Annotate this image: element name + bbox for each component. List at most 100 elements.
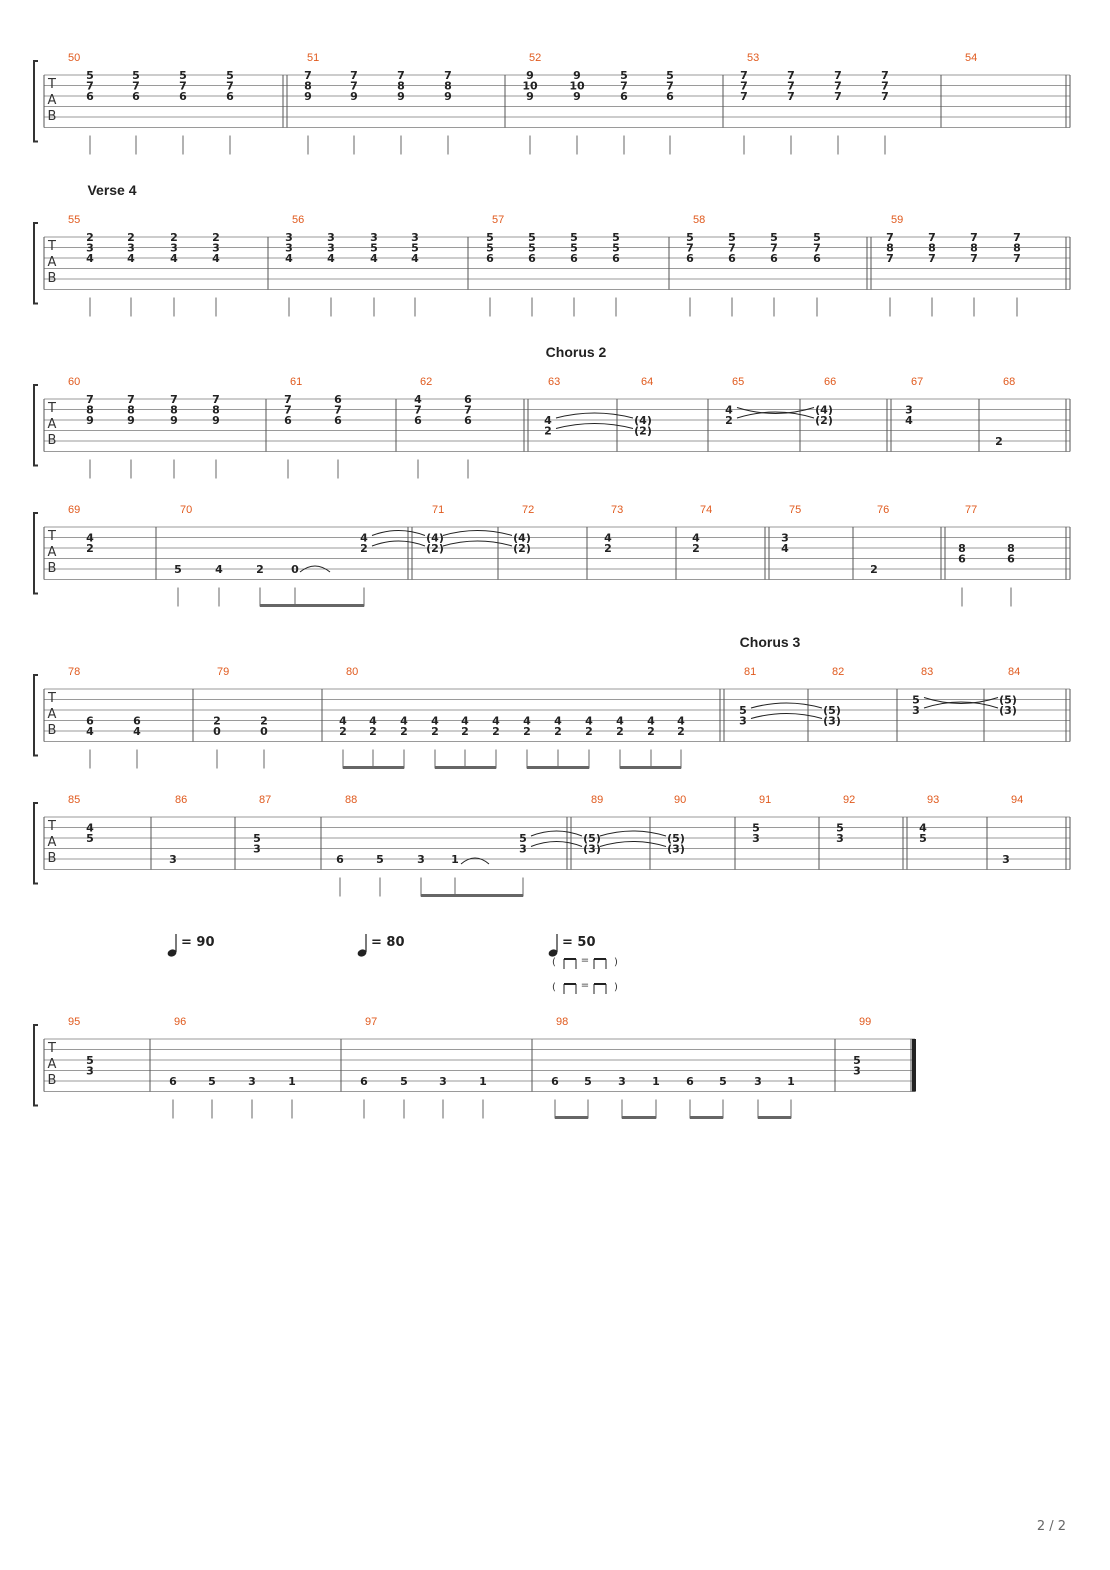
- fret-number: 7: [881, 80, 889, 93]
- fret-number: 7: [728, 242, 736, 255]
- fret-number: 8: [928, 242, 936, 255]
- system-bracket: [33, 674, 38, 757]
- tab-clef-letter: A: [48, 835, 57, 850]
- fret-number: (2): [513, 542, 531, 555]
- fret-number: 4: [616, 715, 624, 728]
- fret-number: 7: [834, 90, 842, 103]
- fret-number: 3: [754, 1075, 762, 1088]
- measure-number: 88: [345, 794, 357, 806]
- fret-number: 2: [544, 425, 552, 438]
- section-label: Chorus 3: [740, 634, 801, 650]
- fret-number: 6: [414, 414, 422, 427]
- fret-number: 4: [725, 404, 733, 417]
- measure-number: 51: [307, 52, 319, 64]
- measure-number: 69: [68, 504, 80, 516]
- fret-number: 2: [212, 231, 220, 244]
- fret-number: 7: [740, 90, 748, 103]
- system-bracket: [33, 222, 38, 305]
- fret-number: 5: [853, 1054, 861, 1067]
- measure-number: 79: [217, 666, 229, 678]
- fret-number: (2): [426, 542, 444, 555]
- fret-number: 7: [350, 80, 358, 93]
- fret-number: 6: [666, 90, 674, 103]
- fret-number: 4: [492, 715, 500, 728]
- fret-number: 6: [86, 715, 94, 728]
- tie-arc: [923, 701, 999, 709]
- fret-number: 9: [573, 69, 581, 82]
- fret-number: 4: [86, 252, 94, 265]
- fret-number: 4: [431, 715, 439, 728]
- fret-number: 6: [620, 90, 628, 103]
- page-number: 2 / 2: [1036, 1519, 1066, 1534]
- tab-clef-letter: T: [47, 77, 56, 92]
- fret-number: 3: [327, 242, 335, 255]
- fret-number: 5: [226, 69, 234, 82]
- measure-number: 89: [591, 794, 603, 806]
- fret-number: (4): [815, 404, 833, 417]
- fret-number: 3: [853, 1065, 861, 1078]
- measure-number: 81: [744, 666, 756, 678]
- fret-number: 6: [360, 1075, 368, 1088]
- tab-clef-letter: T: [47, 239, 56, 254]
- tab-clef-letter: B: [48, 723, 57, 738]
- fret-number: 6: [179, 90, 187, 103]
- fret-number: 7: [787, 90, 795, 103]
- fret-number: 5: [620, 69, 628, 82]
- measure-number: 71: [432, 504, 444, 516]
- fret-number: 5: [813, 231, 821, 244]
- measure-number: 61: [290, 376, 302, 388]
- fret-number: 3: [618, 1075, 626, 1088]
- fret-number: 4: [86, 822, 94, 835]
- fret-number: 5: [376, 853, 384, 866]
- fret-number: 6: [464, 393, 472, 406]
- fret-number: 7: [881, 90, 889, 103]
- fret-number: 9: [573, 90, 581, 103]
- fret-number: 6: [612, 252, 620, 265]
- fret-number: 3: [1002, 853, 1010, 866]
- fret-number: 5: [253, 832, 261, 845]
- fret-number: 6: [686, 1075, 694, 1088]
- tab-clef-letter: B: [48, 561, 57, 576]
- fret-number: 4: [86, 532, 94, 545]
- measure-number: 90: [674, 794, 686, 806]
- swing-equals: =: [581, 980, 589, 991]
- fret-number: 5: [528, 242, 536, 255]
- fret-number: 9: [526, 90, 534, 103]
- fret-number: 4: [905, 414, 913, 427]
- fret-number: 4: [339, 715, 347, 728]
- measure-number: 98: [556, 1016, 568, 1028]
- measure-number: 85: [68, 794, 80, 806]
- fret-number: 2: [431, 725, 439, 738]
- tie-arc: [555, 423, 634, 429]
- measure-number: 57: [492, 214, 504, 226]
- fret-number: 6: [813, 252, 821, 265]
- fret-number: 9: [86, 414, 94, 427]
- tie-arc: [750, 702, 823, 709]
- fret-number: 2: [870, 563, 878, 576]
- measure-number: 53: [747, 52, 759, 64]
- fret-number: 1: [288, 1075, 296, 1088]
- fret-number: 2: [369, 725, 377, 738]
- fret-number: 4: [544, 414, 552, 427]
- system-bracket: [33, 802, 38, 885]
- fret-number: 7: [132, 80, 140, 93]
- fret-number: (5): [999, 694, 1017, 707]
- measure-number: 99: [859, 1016, 871, 1028]
- fret-number: 8: [86, 404, 94, 417]
- fret-number: 7: [834, 69, 842, 82]
- measure-number: 75: [789, 504, 801, 516]
- tempo-label: = 50: [562, 935, 596, 950]
- measure-number: 80: [346, 666, 358, 678]
- fret-number: 6: [86, 90, 94, 103]
- fret-number: 7: [881, 69, 889, 82]
- fret-number: 5: [836, 822, 844, 835]
- fret-number: (4): [634, 414, 652, 427]
- measure-number: 78: [68, 666, 80, 678]
- fret-number: 4: [170, 252, 178, 265]
- tie-arc: [736, 407, 815, 414]
- fret-number: 0: [260, 725, 268, 738]
- measure-number: 68: [1003, 376, 1015, 388]
- fret-number: 4: [461, 715, 469, 728]
- measure-number: 94: [1011, 794, 1023, 806]
- fret-number: 7: [787, 80, 795, 93]
